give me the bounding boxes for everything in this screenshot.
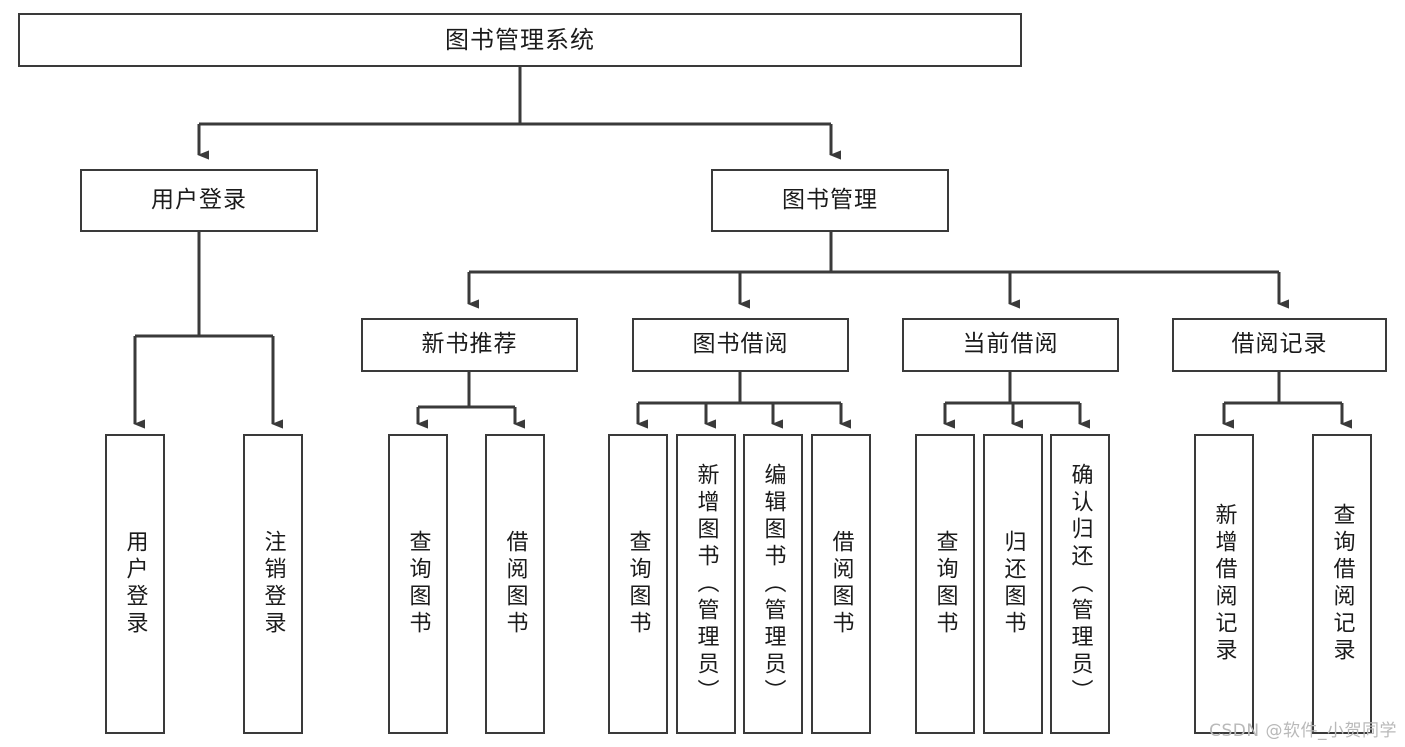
node-leaf-query-book-3[interactable]: 查询图书 xyxy=(915,434,975,734)
node-leaf-logout-login[interactable]: 注销登录 xyxy=(243,434,303,734)
node-leaf-query-book-2-label: 查询图书 xyxy=(625,530,651,638)
node-leaf-borrow-book-2[interactable]: 借阅图书 xyxy=(811,434,871,734)
node-leaf-add-book-admin[interactable]: 新增图书（管理员） xyxy=(676,434,736,734)
node-leaf-borrow-book-1[interactable]: 借阅图书 xyxy=(485,434,545,734)
node-leaf-add-borrow-record-label: 新增借阅记录 xyxy=(1211,503,1237,665)
node-leaf-query-borrow-record-label: 查询借阅记录 xyxy=(1329,503,1355,665)
node-leaf-query-borrow-record[interactable]: 查询借阅记录 xyxy=(1312,434,1372,734)
node-leaf-user-login-label: 用户登录 xyxy=(122,530,148,638)
node-current-borrow-label: 当前借阅 xyxy=(962,331,1059,358)
node-new-book-recommend-label: 新书推荐 xyxy=(421,331,518,358)
node-leaf-add-borrow-record[interactable]: 新增借阅记录 xyxy=(1194,434,1254,734)
node-user-login-label: 用户登录 xyxy=(151,186,247,213)
node-book-manage[interactable]: 图书管理 xyxy=(711,169,949,232)
node-leaf-query-book-1[interactable]: 查询图书 xyxy=(388,434,448,734)
node-leaf-borrow-book-2-label: 借阅图书 xyxy=(828,530,854,638)
node-leaf-return-book[interactable]: 归还图书 xyxy=(983,434,1043,734)
node-leaf-confirm-return-admin-label: 确认归还（管理员） xyxy=(1067,462,1093,706)
node-leaf-query-book-2[interactable]: 查询图书 xyxy=(608,434,668,734)
node-leaf-return-book-label: 归还图书 xyxy=(1000,530,1026,638)
node-leaf-edit-book-admin[interactable]: 编辑图书（管理员） xyxy=(743,434,803,734)
node-leaf-query-book-1-label: 查询图书 xyxy=(405,530,431,638)
node-leaf-user-login[interactable]: 用户登录 xyxy=(105,434,165,734)
node-root-book-management-system[interactable]: 图书管理系统 xyxy=(18,13,1022,67)
node-book-borrow[interactable]: 图书借阅 xyxy=(632,318,849,372)
node-leaf-edit-book-admin-label: 编辑图书（管理员） xyxy=(760,462,786,706)
node-leaf-query-book-3-label: 查询图书 xyxy=(932,530,958,638)
node-borrow-record[interactable]: 借阅记录 xyxy=(1172,318,1387,372)
node-current-borrow[interactable]: 当前借阅 xyxy=(902,318,1119,372)
node-book-borrow-label: 图书借阅 xyxy=(692,331,789,358)
node-new-book-recommend[interactable]: 新书推荐 xyxy=(361,318,578,372)
node-leaf-add-book-admin-label: 新增图书（管理员） xyxy=(693,462,719,706)
node-root-label: 图书管理系统 xyxy=(445,25,595,54)
node-leaf-logout-login-label: 注销登录 xyxy=(260,530,286,638)
node-leaf-borrow-book-1-label: 借阅图书 xyxy=(502,530,528,638)
node-leaf-confirm-return-admin[interactable]: 确认归还（管理员） xyxy=(1050,434,1110,734)
node-user-login[interactable]: 用户登录 xyxy=(80,169,318,232)
node-borrow-record-label: 借阅记录 xyxy=(1231,331,1328,358)
csdn-watermark: CSDN @软件_小贺同学 xyxy=(1209,721,1397,741)
node-book-manage-label: 图书管理 xyxy=(782,186,878,213)
